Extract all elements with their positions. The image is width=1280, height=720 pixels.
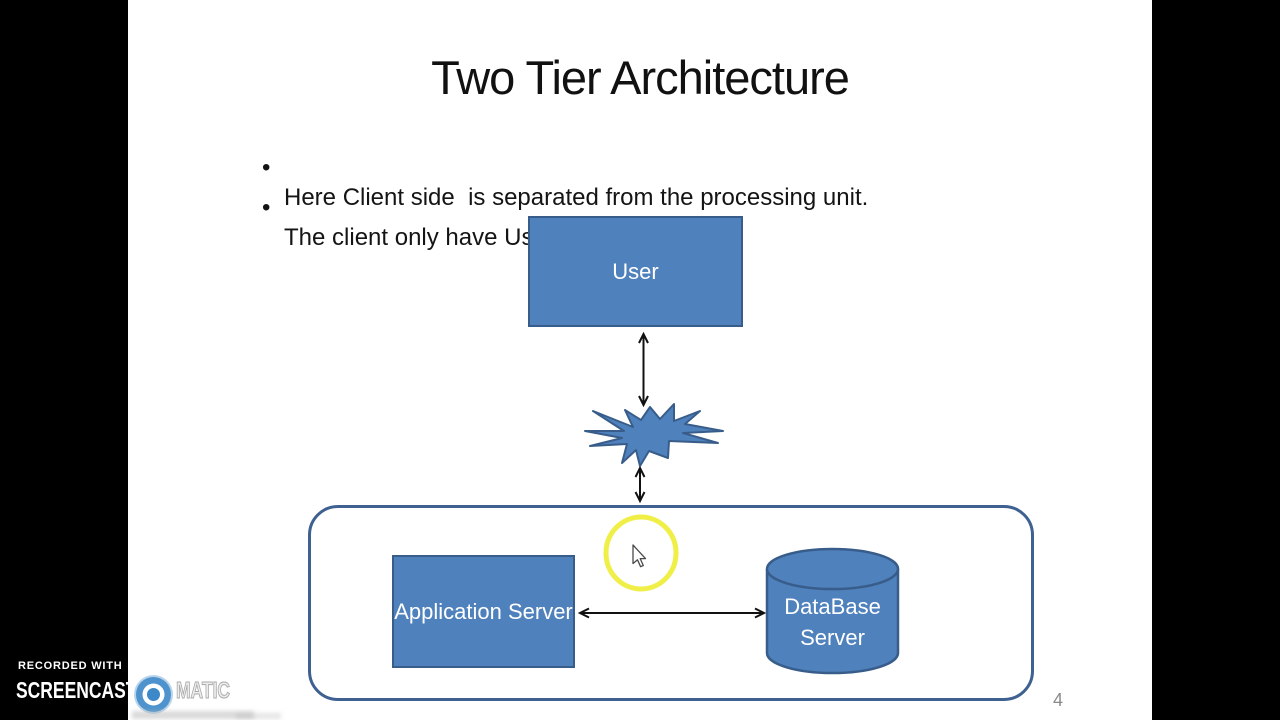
- user-node-label: User: [612, 258, 659, 284]
- watermark-artifact: [132, 711, 254, 719]
- presentation-slide: Two Tier Architecture • Here Client side…: [128, 0, 1152, 720]
- slide-page-number: 4: [1052, 690, 1063, 710]
- watermark-artifact: [236, 713, 281, 719]
- watermark-brand-screencast: SCREENCAST: [16, 677, 137, 703]
- slide-title: Two Tier Architecture: [431, 51, 850, 104]
- letterbox-right: [1152, 0, 1280, 720]
- application-server-label: Application Server: [394, 598, 573, 624]
- watermark-recorded-with: RECORDED WITH: [18, 660, 123, 672]
- watermark-brand-matic: MATIC: [176, 677, 231, 704]
- user-node: User: [528, 216, 743, 327]
- bullet-dot: •: [262, 194, 271, 221]
- network-burst-shape: [584, 403, 724, 467]
- bullet-item: • The client only have User Interface.: [128, 163, 662, 283]
- tier-container-box: [308, 505, 1034, 701]
- screencast-logo-icon: [134, 675, 173, 714]
- application-server-node: Application Server: [392, 555, 575, 668]
- bullet-dot: •: [262, 154, 271, 181]
- bullet-item: • Here Client side is separated from the…: [128, 123, 868, 243]
- database-server-label: DataBase Server: [784, 594, 881, 650]
- letterbox-left: [0, 0, 128, 720]
- bullet-text: Here Client side is separated from the p…: [284, 184, 869, 211]
